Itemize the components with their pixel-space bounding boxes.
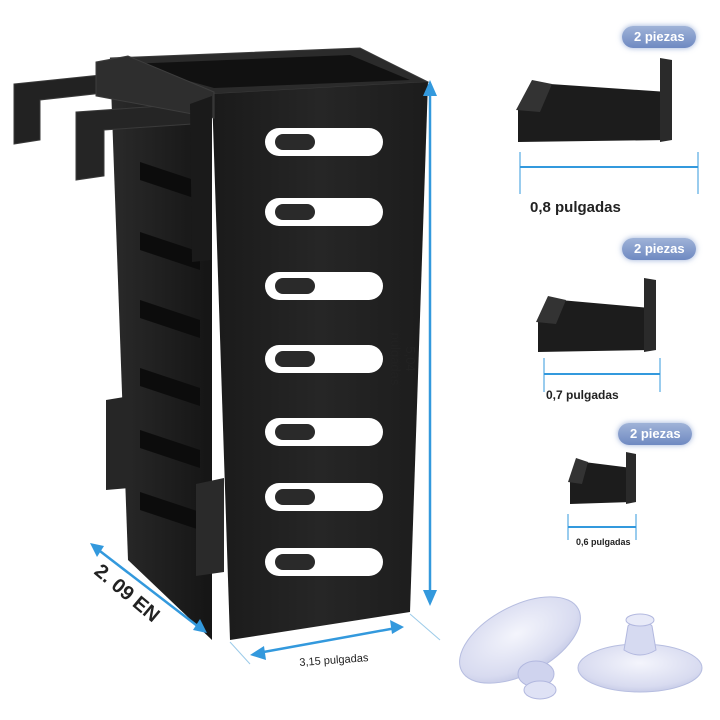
mounting-clip-icon — [567, 452, 637, 540]
measurement-lines — [90, 80, 441, 665]
quantity-badge: 2 piezas — [622, 238, 696, 260]
clip-size-label: 0,7 pulgadas — [546, 388, 619, 402]
hanging-hook-icon — [13, 55, 215, 262]
height-label: 5,04 pulgadas — [388, 314, 418, 404]
clip-size-label: 0,6 pulgadas — [576, 537, 631, 547]
height-unit: pulgadas — [388, 332, 403, 386]
mounting-clip-icon — [516, 58, 699, 194]
plant-holder-icon — [13, 47, 430, 640]
clip-size-label: 0,8 pulgadas — [530, 199, 621, 216]
height-value: 5,04 — [403, 346, 418, 372]
quantity-badge: 2 piezas — [622, 26, 696, 48]
quantity-badge: 2 piezas — [618, 423, 692, 445]
mounting-clip-icon — [536, 278, 661, 392]
suction-cup-icon — [577, 613, 703, 693]
suction-cup-icon — [459, 596, 581, 700]
